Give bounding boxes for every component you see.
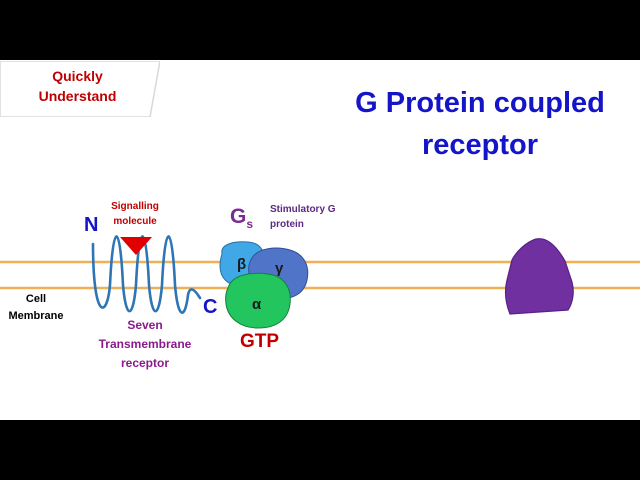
gpcr-diagram [0,234,640,329]
n-terminus-label: N [84,214,99,236]
badge-line-1: Quickly [52,68,103,84]
alpha-subunit [225,272,291,329]
seven-transmembrane-receptor [91,234,202,314]
gamma-label: γ [275,260,284,277]
signalling-molecule-label: Signalling molecule [111,201,159,227]
badge-text: Quickly Understand [0,66,155,106]
quickly-understand-badge: Quickly Understand [0,61,160,117]
gs-subscript: s [246,217,254,232]
slide: Quickly Understand G Protein coupled rec… [0,60,640,420]
gs-protein-label: Gs [230,205,253,231]
seven-transmembrane-label: Seven Transmembrane receptor [98,318,192,370]
alpha-label: α [252,296,262,313]
slide-title: G Protein coupled receptor [330,82,630,166]
signalling-molecule-triangle [120,237,152,255]
title-line-2: receptor [421,129,539,161]
c-terminus-label: C [203,296,218,318]
badge-shape [0,61,160,117]
cell-membrane-label: Cell Membrane [8,293,64,322]
gs-main: G [230,205,247,228]
badge-line-2: Understand [38,88,117,104]
gtp-label: GTP [240,331,280,352]
stimulatory-g-protein-label: Stimulatory G protein [270,204,336,230]
effector-protein [504,238,574,315]
beta-label: β [237,256,247,273]
title-line-1: G Protein coupled [355,87,605,119]
